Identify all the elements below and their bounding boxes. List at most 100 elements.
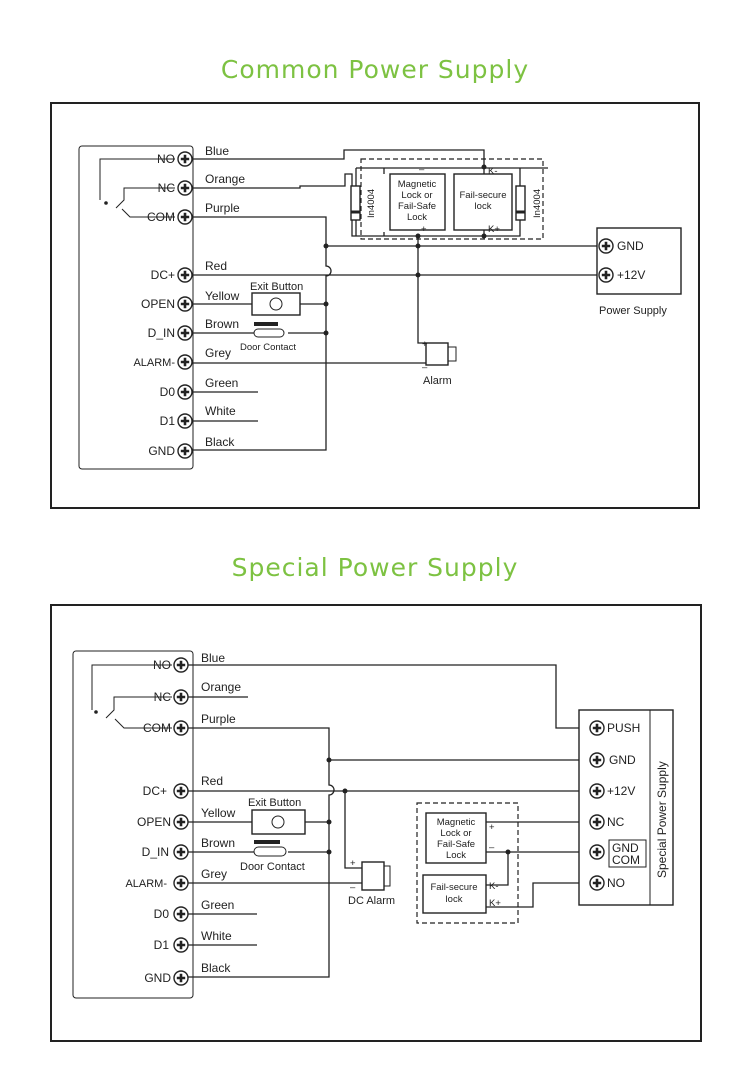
power-supply-box: GND +12V Power Supply bbox=[596, 227, 682, 317]
psu-label: Special Power Supply bbox=[655, 761, 669, 878]
special-power-supply-title: Special Power Supply bbox=[231, 553, 519, 582]
screw-terminal-icon bbox=[176, 383, 194, 401]
lock-group-box bbox=[416, 802, 519, 924]
fail-secure-lock-box: Fail-secure lock K- K+ bbox=[453, 166, 513, 235]
screw-terminal-icon bbox=[172, 936, 190, 954]
mag-lock-label: Magnetic bbox=[398, 179, 437, 190]
common-terminals: NO NC COM DC+ OPEN D_IN ALARM- D0 D1 GND bbox=[133, 150, 194, 460]
common-frame bbox=[50, 102, 700, 509]
screw-terminal-icon bbox=[176, 150, 194, 168]
special-terminals: NO NC COM DC+ OPEN D_IN ALARM- D0 D1 GND bbox=[125, 656, 190, 987]
dc-alarm-label: DC Alarm bbox=[348, 895, 395, 907]
terminal-label: GND bbox=[144, 971, 171, 985]
terminal-label: NC bbox=[154, 690, 172, 704]
wire-label: Red bbox=[205, 259, 227, 273]
wire-label: Grey bbox=[201, 867, 227, 881]
relay-contact-icon bbox=[99, 158, 175, 218]
special-wire-labels: Blue Orange Purple Red Yellow Brown Grey… bbox=[201, 651, 241, 975]
diode-label: In4004 bbox=[366, 189, 377, 218]
door-contact-icon: Door Contact bbox=[240, 840, 305, 873]
screw-terminal-icon bbox=[588, 874, 606, 892]
special-diagram: NO NC COM DC+ OPEN D_IN ALARM- D0 D1 GND… bbox=[50, 604, 702, 1042]
alarm-plus: + bbox=[350, 858, 356, 869]
wire-label: White bbox=[201, 929, 232, 943]
wire-label: Blue bbox=[201, 651, 225, 665]
terminal-label: D1 bbox=[160, 414, 176, 428]
wire-label: Black bbox=[205, 435, 235, 449]
wire-label: Yellow bbox=[201, 806, 236, 820]
mag-lock-label: Lock bbox=[407, 212, 427, 223]
right-diode-icon: In4004 bbox=[515, 185, 543, 221]
mag-lock-label: Lock or bbox=[440, 828, 471, 839]
common-wire-labels: Blue Orange Purple Red Yellow Brown Grey… bbox=[205, 144, 245, 449]
terminal-label: ALARM- bbox=[125, 878, 167, 890]
screw-terminal-icon bbox=[172, 688, 190, 706]
relay-contact-icon bbox=[91, 664, 172, 729]
door-contact-icon: Door Contact bbox=[240, 322, 296, 353]
screw-terminal-icon bbox=[597, 266, 615, 284]
psu-label: Power Supply bbox=[599, 305, 667, 317]
common-diagram: NO NC COM DC+ OPEN D_IN ALARM- D0 D1 GND… bbox=[50, 102, 700, 509]
wire-label: Brown bbox=[201, 836, 235, 850]
alarm-minus: – bbox=[350, 882, 356, 893]
wire-label: White bbox=[205, 404, 236, 418]
screw-terminal-icon bbox=[176, 208, 194, 226]
screw-terminal-icon bbox=[176, 353, 194, 371]
terminal-label: OPEN bbox=[137, 815, 171, 829]
screw-terminal-icon bbox=[172, 874, 190, 892]
left-diode-icon: In4004 bbox=[350, 185, 377, 221]
wire-label: Green bbox=[205, 376, 238, 390]
wire-label: Brown bbox=[205, 317, 239, 331]
screw-terminal-icon bbox=[172, 843, 190, 861]
alarm-plus: + bbox=[422, 339, 428, 350]
terminal-label: D_IN bbox=[142, 845, 169, 859]
wire-label: Yellow bbox=[205, 289, 240, 303]
exit-button-icon: Exit Button bbox=[248, 797, 306, 835]
psu-terminal-label: COM bbox=[612, 853, 640, 867]
exit-button-label: Exit Button bbox=[248, 797, 301, 809]
fs-lock-label: lock bbox=[446, 894, 463, 905]
screw-terminal-icon bbox=[172, 782, 190, 800]
mag-lock-plus: + bbox=[489, 822, 495, 833]
fs-lock-k-plus: K+ bbox=[489, 898, 501, 909]
common-power-supply-title: Common Power Supply bbox=[220, 55, 530, 84]
special-controller-box bbox=[72, 650, 194, 999]
screw-terminal-icon bbox=[172, 905, 190, 923]
terminal-label: OPEN bbox=[141, 297, 175, 311]
door-contact-label: Door Contact bbox=[240, 342, 296, 353]
screw-terminal-icon bbox=[176, 442, 194, 460]
common-controller-box bbox=[78, 145, 194, 470]
screw-terminal-icon bbox=[176, 179, 194, 197]
terminal-label: D0 bbox=[154, 907, 170, 921]
alarm-label: Alarm bbox=[423, 375, 452, 387]
terminal-label: D_IN bbox=[148, 326, 175, 340]
alarm-minus: – bbox=[422, 362, 428, 373]
screw-terminal-icon bbox=[172, 719, 190, 737]
psu-terminal-label: GND bbox=[612, 841, 639, 855]
exit-button-label: Exit Button bbox=[250, 281, 303, 293]
screw-terminal-icon bbox=[588, 813, 606, 831]
screw-terminal-icon bbox=[588, 843, 606, 861]
fs-lock-k-minus: K- bbox=[489, 881, 499, 892]
wire-label: Blue bbox=[205, 144, 229, 158]
screw-terminal-icon bbox=[172, 656, 190, 674]
screw-terminal-icon bbox=[588, 782, 606, 800]
terminal-label: NO bbox=[157, 152, 175, 166]
wire-label: Orange bbox=[205, 172, 245, 186]
fs-lock-label: Fail-secure bbox=[460, 190, 507, 201]
psu-terminal-label: PUSH bbox=[607, 721, 640, 735]
wire-label: Red bbox=[201, 774, 223, 788]
screw-terminal-icon bbox=[588, 751, 606, 769]
exit-button-icon: Exit Button bbox=[250, 281, 303, 316]
wire-label: Green bbox=[201, 898, 234, 912]
wire-label: Black bbox=[201, 961, 231, 975]
fail-secure-lock-box: Fail-secure lock K- K+ bbox=[422, 874, 501, 914]
screw-terminal-icon bbox=[176, 412, 194, 430]
mag-lock-label: Fail-Safe bbox=[437, 839, 475, 850]
fs-lock-k-minus: K- bbox=[488, 166, 498, 177]
screw-terminal-icon bbox=[172, 969, 190, 987]
terminal-label: D0 bbox=[160, 385, 176, 399]
mag-lock-label: Lock or bbox=[401, 190, 432, 201]
mag-lock-label: Fail-Safe bbox=[398, 201, 436, 212]
